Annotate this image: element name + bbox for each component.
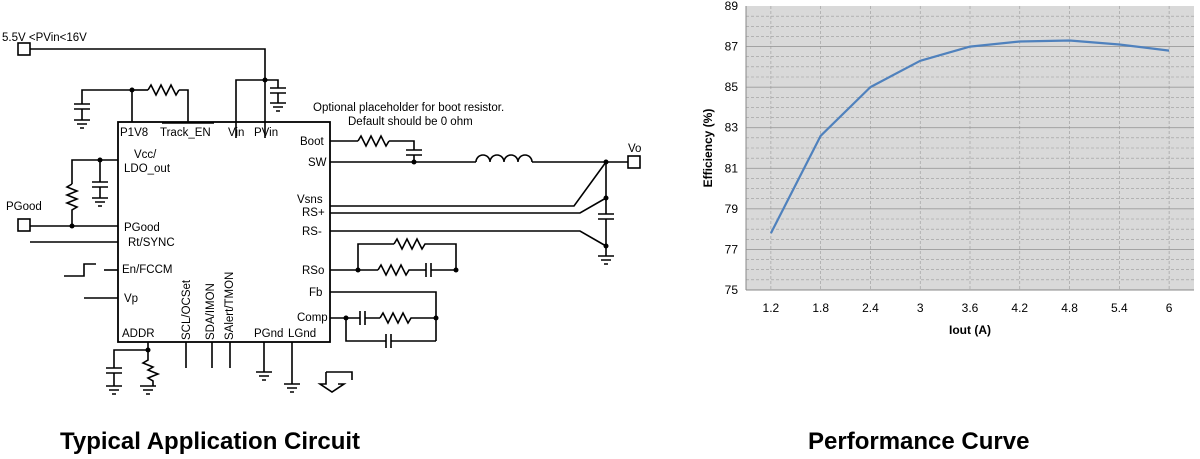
pin-track-en: Track_EN: [160, 127, 211, 139]
y-tick-label: 79: [725, 202, 739, 216]
x-tick-label: 3: [917, 301, 924, 315]
pin-pvin: PVin: [254, 127, 278, 139]
pgood-terminal: [17, 218, 31, 232]
pin-rt-sync: Rt/SYNC: [128, 237, 175, 249]
x-tick-label: 4.8: [1061, 301, 1078, 315]
output-terminal: [627, 155, 641, 169]
pin-boot: Boot: [300, 136, 324, 148]
x-tick-label: 2.4: [862, 301, 879, 315]
pin-sda-imon: SDA/IMON: [205, 283, 217, 340]
pin-vsns: Vsns: [297, 194, 323, 206]
boot-note-line2: Default should be 0 ohm: [348, 116, 473, 128]
pin-scl-ocset: SCL/OCSet: [181, 279, 193, 340]
y-tick-label: 81: [725, 161, 739, 175]
x-tick-label: 1.8: [812, 301, 829, 315]
ic-body: [117, 121, 331, 343]
pin-rs-minus: RS-: [302, 226, 322, 238]
pin-pgood: PGood: [124, 222, 160, 234]
pin-en-fccm: En/FCCM: [122, 264, 172, 276]
pin-rso: RSo: [302, 265, 324, 277]
efficiency-chart: 75 77 79 81 83 85 87 89 1.2 1.8 2.4 3 3.6 4.2 4.8 5.4 6…: [701, 0, 1194, 337]
efficiency-series-line: [769, 39, 1170, 234]
pin-comp: Comp: [297, 312, 328, 324]
y-tick-label: 83: [725, 121, 739, 135]
pin-p1v8: P1V8: [120, 127, 148, 139]
x-tick-label: 6: [1166, 301, 1173, 315]
pgood-label: PGood: [6, 201, 42, 213]
y-tick-label: 85: [725, 80, 739, 94]
pin-addr: ADDR: [122, 328, 155, 340]
output-label: Vo: [628, 143, 641, 155]
pin-vcc: Vcc/: [134, 149, 157, 161]
y-tick-label: 77: [725, 242, 739, 256]
boot-note-line1: Optional placeholder for boot resistor.: [313, 102, 504, 114]
pin-fb: Fb: [309, 287, 322, 299]
input-voltage-label: 5.5V <PVin<16V: [2, 32, 87, 44]
pin-ldo-out: LDO_out: [124, 163, 171, 175]
circuit-caption: Typical Application Circuit: [60, 428, 361, 455]
input-terminal: [17, 42, 31, 56]
y-tick-label: 75: [725, 283, 739, 297]
pin-lgnd: LGnd: [288, 328, 316, 340]
pin-pgnd: PGnd: [254, 328, 283, 340]
y-tick-label: 89: [725, 0, 739, 13]
pin-rs-plus: RS+: [302, 207, 325, 219]
pin-sw: SW: [308, 157, 327, 169]
application-circuit: 5.5V <PVin<16V P1V8 Track_EN Vin PVin Vc…: [2, 32, 641, 395]
y-tick-label: 87: [725, 40, 739, 54]
x-tick-label: 1.2: [763, 301, 780, 315]
x-tick-label: 3.6: [962, 301, 979, 315]
chart-caption: Performance Curve: [808, 428, 1030, 455]
pin-vin: Vin: [228, 127, 244, 139]
pin-salert-tmon: SAlert/TMON: [224, 272, 236, 340]
x-tick-label: 4.2: [1011, 301, 1028, 315]
pin-vp: Vp: [124, 293, 138, 305]
x-tick-label: 5.4: [1111, 301, 1128, 315]
x-axis-label: Iout (A): [949, 323, 991, 337]
y-axis-label: Efficiency (%): [701, 109, 715, 188]
